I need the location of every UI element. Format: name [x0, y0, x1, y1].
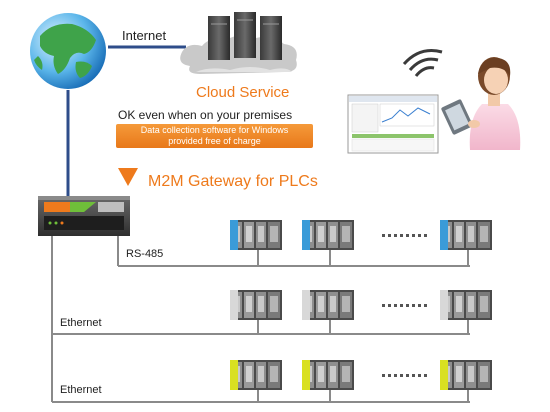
software-screenshot: [347, 94, 439, 154]
plc-row-rs485: [230, 220, 492, 250]
plc-unit: [440, 220, 492, 250]
rs485-label: RS-485: [126, 248, 164, 260]
premises-note: OK even when on your premises: [118, 108, 293, 122]
software-banner: Data collection software for Windows pro…: [116, 124, 313, 148]
plc-unit: [440, 360, 492, 390]
wireless-icon: [402, 49, 443, 77]
internet-label: Internet: [122, 28, 167, 43]
gateway-device: [38, 196, 130, 236]
plc-unit: [302, 290, 354, 320]
woman-with-tablet-icon: [441, 57, 521, 150]
plc-row-ethernet-2: [230, 360, 492, 390]
globe-icon: [30, 13, 106, 89]
network-bus: [51, 236, 470, 403]
plc-unit: [230, 360, 282, 390]
down-arrow-icon: [118, 168, 138, 186]
plc-unit: [302, 220, 354, 250]
ethernet-label-1: Ethernet: [60, 317, 102, 329]
plc-row-ethernet-1: [230, 290, 492, 320]
plc-unit: [230, 290, 282, 320]
ethernet-label-2: Ethernet: [60, 384, 102, 396]
software-banner-line2: provided free of charge: [168, 136, 261, 146]
cloud-service-label: Cloud Service: [196, 84, 290, 101]
plc-unit: [302, 360, 354, 390]
software-banner-line1: Data collection software for Windows: [140, 125, 289, 135]
plc-unit: [230, 220, 282, 250]
plc-unit: [440, 290, 492, 320]
gateway-title: M2M Gateway for PLCs: [148, 173, 318, 190]
ellipsis-icon: [382, 234, 427, 377]
cloud-server-icon: [180, 12, 297, 74]
